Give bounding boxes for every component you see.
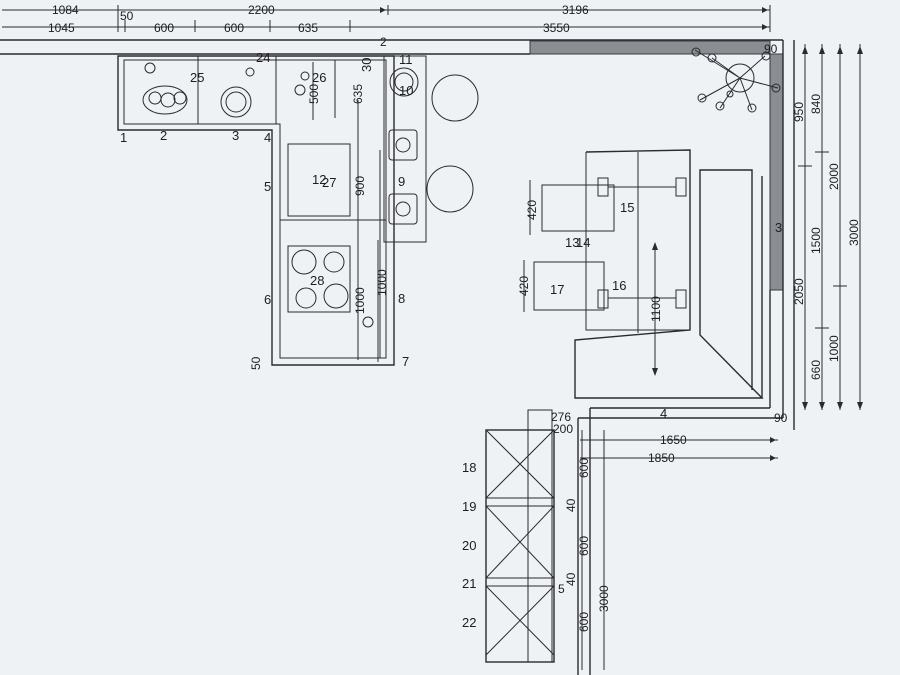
label-17: 17 — [550, 282, 564, 297]
label-27: 27 — [322, 175, 336, 190]
dim-50: 50 — [249, 356, 263, 370]
label-1: 1 — [120, 130, 127, 145]
label-4-bottom: 4 — [660, 406, 667, 421]
room-walls — [0, 39, 795, 675]
dim-top-600a: 600 — [154, 21, 174, 35]
label-9: 9 — [398, 174, 405, 189]
label-14: 15 — [620, 200, 634, 215]
label-28: 28 — [310, 273, 324, 288]
dim-1850: 1850 — [648, 451, 675, 465]
dim-276: 276 — [551, 410, 571, 424]
dim-3000-bottom: 3000 — [597, 585, 611, 612]
dim-top-3550: 3550 — [543, 21, 570, 35]
basin-icons — [388, 67, 419, 225]
label-5: 5 — [264, 179, 271, 194]
label-26: 26 — [312, 70, 326, 85]
label-15: 14 — [576, 235, 590, 250]
dim-corner-90-bottom: 90 — [774, 411, 788, 425]
dim-500: 500 — [307, 84, 321, 104]
dim-top-1084: 1084 — [52, 3, 79, 17]
dim-1000a: 1000 — [375, 269, 389, 296]
label-16: 16 — [612, 278, 626, 293]
dim-1100: 1100 — [649, 296, 663, 322]
label-25: 25 — [190, 70, 204, 85]
label-3-side: 3 — [775, 220, 782, 235]
top-dimension-lines — [2, 5, 771, 32]
dim-635: 635 — [351, 84, 365, 104]
label-24: 24 — [256, 50, 270, 65]
label-10: 10 — [399, 83, 413, 98]
dim-top-600b: 600 — [224, 21, 244, 35]
dim-40a: 40 — [564, 498, 578, 512]
hob-icon — [291, 249, 349, 309]
dim-right-660: 660 — [809, 360, 823, 380]
dim-right-2050: 2050 — [792, 278, 806, 305]
star-icons — [144, 62, 374, 328]
plant-icon — [691, 47, 781, 113]
dim-40b: 40 — [564, 572, 578, 586]
dim-top-50: 50 — [120, 9, 134, 23]
label-19: 19 — [462, 499, 476, 514]
label-18: 18 — [462, 460, 476, 475]
dim-corner-90-top: 90 — [764, 42, 778, 56]
label-22: 22 — [462, 615, 476, 630]
label-21: 21 — [462, 576, 476, 591]
label-3: 3 — [232, 128, 239, 143]
dim-right-1000: 1000 — [827, 335, 841, 362]
dim-1650: 1650 — [660, 433, 687, 447]
dim-top-3196: 3196 — [562, 3, 589, 17]
shelving-unit — [485, 409, 555, 663]
kitchen-counter — [117, 55, 427, 366]
dim-top-2200: 2200 — [248, 3, 275, 17]
right-dimension-lines — [798, 44, 863, 410]
dim-420a: 420 — [525, 200, 539, 220]
dim-right-2000: 2000 — [827, 163, 841, 190]
label-12: 12 — [312, 172, 326, 187]
bottom-dimension-lines — [580, 430, 778, 670]
label-30: 30 — [359, 58, 374, 72]
sink-icon — [142, 85, 188, 115]
label-7: 7 — [402, 354, 409, 369]
kitchen-dimension-lines — [312, 60, 379, 362]
dim-5: 5 — [558, 582, 565, 596]
label-20: 20 — [462, 538, 476, 553]
island-unit — [523, 149, 764, 399]
label-13-15: 13 — [565, 235, 579, 250]
dim-wall-2: 2 — [380, 35, 387, 49]
dim-right-3000: 3000 — [847, 219, 861, 246]
stools — [426, 74, 479, 213]
dim-1000b: 1000 — [353, 287, 367, 314]
label-8: 8 — [398, 291, 405, 306]
dim-200: 200 — [553, 422, 573, 436]
dim-top-635: 635 — [298, 21, 318, 35]
label-6: 6 — [264, 292, 271, 307]
dim-420b: 420 — [517, 276, 531, 296]
label-4: 4 — [264, 130, 271, 145]
dim-right-950: 950 — [792, 102, 806, 122]
dim-600b: 600 — [577, 536, 591, 556]
dim-right-840: 840 — [809, 94, 823, 114]
dim-right-1500: 1500 — [809, 227, 823, 254]
dim-900: 900 — [353, 176, 367, 196]
dim-600a: 600 — [577, 458, 591, 478]
dim-600c: 600 — [577, 612, 591, 632]
round-sink-icon — [220, 86, 252, 118]
label-11: 11 — [399, 52, 413, 67]
dim-top-1045: 1045 — [48, 21, 75, 35]
label-2: 2 — [160, 128, 167, 143]
